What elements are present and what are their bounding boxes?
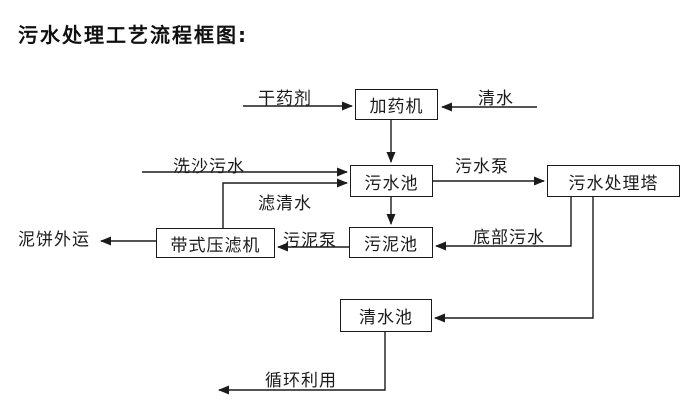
label-recycle-use: 循环利用 bbox=[265, 371, 337, 391]
label-bottom-sewage: 底部污水 bbox=[473, 228, 545, 248]
label-sludge-pump: 污泥泵 bbox=[283, 231, 337, 251]
node-sewage-pool: 污水池 bbox=[350, 165, 433, 197]
node-sludge-pool: 污泥池 bbox=[349, 227, 433, 258]
edge-clean-pool-to-recycle bbox=[218, 332, 386, 395]
edge-tower-to-sludge-pool bbox=[435, 197, 572, 251]
node-dosing-machine: 加药机 bbox=[355, 89, 438, 120]
label-dry-agent: 干药剂 bbox=[258, 89, 312, 109]
node-belt-filter-press: 带式压滤机 bbox=[156, 228, 275, 258]
edge-press-to-sewage-pool bbox=[222, 178, 348, 228]
label-filtered-water: 滤清水 bbox=[258, 194, 312, 214]
label-sand-wash-sewage: 洗沙污水 bbox=[173, 157, 245, 177]
edge-tower-to-clean-pool bbox=[434, 197, 594, 323]
node-clean-water-pool: 清水池 bbox=[340, 299, 432, 332]
label-clean-water: 清水 bbox=[478, 89, 514, 109]
label-mud-cake-outbound: 泥饼外运 bbox=[18, 230, 90, 250]
node-sewage-treatment-tower: 污水处理塔 bbox=[547, 165, 680, 197]
label-sewage-pump: 污水泵 bbox=[455, 157, 509, 177]
page-title: 污水处理工艺流程框图: bbox=[18, 23, 248, 47]
